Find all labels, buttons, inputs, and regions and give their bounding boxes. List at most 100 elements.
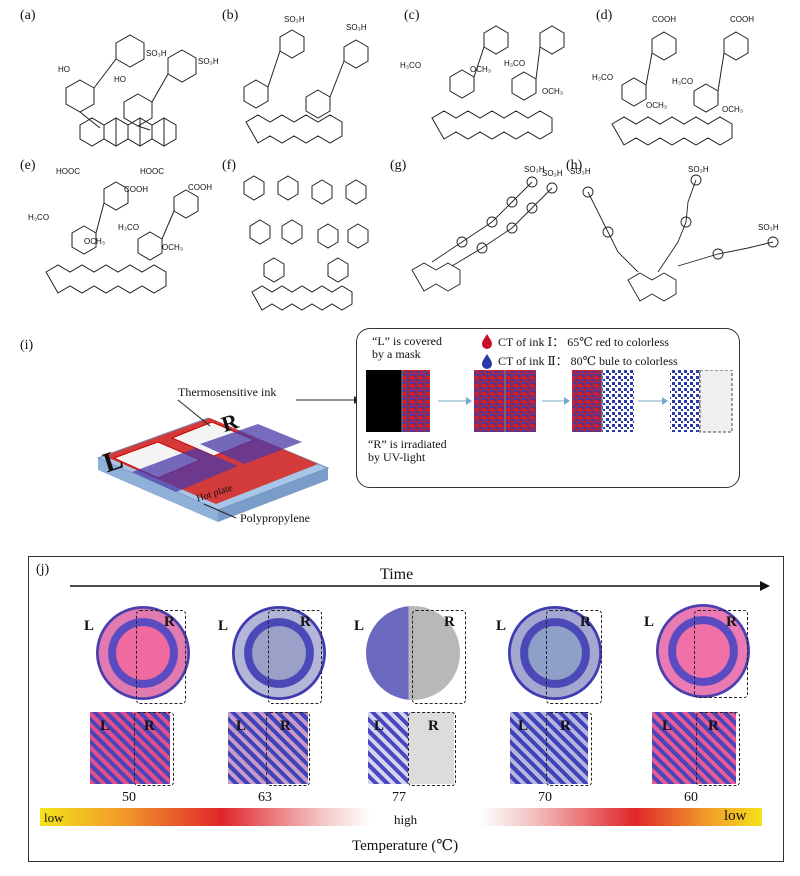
- frame4-qr: [670, 370, 700, 432]
- temp-gradient-rising: [40, 808, 370, 826]
- qr-r-70: R: [560, 718, 571, 734]
- panel-j-frame: [28, 556, 784, 862]
- uv-note-line2: by UV-light: [368, 450, 426, 464]
- seal-r-77: R: [444, 614, 455, 630]
- panel-label-c: (c): [404, 8, 420, 23]
- qr-r-63: R: [280, 718, 291, 734]
- panel-label-h: (h): [566, 158, 583, 173]
- ink-1-legend: CT of ink Ⅰ： 65℃ red to colorless: [498, 335, 669, 349]
- qr-l-60: L: [662, 718, 673, 734]
- seal-60: [656, 604, 750, 698]
- h3co-label-c2: H₃CO: [504, 59, 525, 68]
- qr-50: [90, 712, 170, 784]
- low-label-right: low: [724, 808, 747, 824]
- molecule-b: SO₃H SO₃H: [243, 15, 369, 144]
- mask-note-line1: “L” is covered: [372, 334, 442, 348]
- seal-63: [232, 606, 326, 700]
- och3-label-e1: OCH₃: [84, 237, 105, 246]
- molecule-f: [243, 175, 369, 311]
- so3h-label-h3: SO₃H: [758, 223, 779, 232]
- thermosensitive-ink-label: Thermosensitive ink: [178, 385, 277, 399]
- h3co-label-e2: H₃CO: [118, 223, 139, 232]
- panel-label-g: (g): [390, 158, 407, 173]
- temperature-axis-label: Temperature (℃): [352, 838, 459, 854]
- qr-r-60: R: [708, 718, 719, 734]
- ink-sequence: [366, 370, 733, 433]
- panel-label-i: (i): [20, 338, 34, 353]
- seal-l-60: L: [644, 614, 655, 630]
- so3h-label-h2: SO₃H: [688, 165, 709, 174]
- qr-60: [652, 712, 736, 784]
- och3-label-e2: OCH₃: [162, 243, 183, 252]
- frame3-qr: [602, 370, 634, 432]
- seal-r-70: R: [580, 614, 591, 630]
- r-region-box-60: [694, 610, 748, 698]
- qr-r-box-50: [134, 712, 174, 786]
- low-label-left: low: [44, 810, 64, 825]
- seal-l-70: L: [496, 618, 507, 634]
- ink-2-legend: CT of ink Ⅱ： 80℃ bule to colorless: [498, 354, 678, 368]
- seal-l-63: L: [218, 618, 229, 634]
- qr-r-box-60: [696, 712, 740, 786]
- och3-label-c2: OCH₃: [542, 87, 563, 96]
- cooh-label-d2: COOH: [730, 15, 754, 24]
- time-arrow: [70, 581, 770, 591]
- molecule-h: SO₃H SO₃H SO₃H: [570, 165, 779, 302]
- mask-block: [366, 370, 402, 432]
- so3h-label-a1: SO₃H: [146, 49, 167, 58]
- h3co-label-e1: H₃CO: [28, 213, 49, 222]
- so3h-label-b2: SO₃H: [346, 23, 367, 32]
- temp-value-4: 70: [538, 790, 552, 805]
- r-region-box-70: [546, 610, 602, 704]
- och3-label-d2: OCH₃: [722, 105, 743, 114]
- cooh-label-d1: COOH: [652, 15, 676, 24]
- panel-label-j: (j): [36, 562, 50, 577]
- temp-value-3: 77: [392, 790, 406, 805]
- temp-value-2: 63: [258, 790, 272, 805]
- qr-l-63: L: [236, 718, 247, 734]
- ink-drop-icons: [482, 334, 492, 369]
- cooh-label-e1: COOH: [124, 185, 148, 194]
- qr-77-blank: [408, 712, 454, 784]
- molecule-g: SO₃H SO₃H: [411, 165, 563, 292]
- temp-value-1: 50: [122, 790, 136, 805]
- r-region-box-50: [136, 610, 186, 704]
- panel-label-b: (b): [222, 8, 239, 23]
- molecule-e: HOOC COOH HOOC COOH H₃CO OCH₃ H₃CO OCH₃: [28, 167, 212, 294]
- qr-r-box-77: [408, 712, 456, 786]
- qr-r-box-70: [546, 712, 592, 786]
- polypropylene-label: Polypropylene: [240, 511, 310, 525]
- time-label: Time: [380, 566, 414, 583]
- h3co-label-d2: H₃CO: [672, 77, 693, 86]
- seal-r-50: R: [164, 614, 175, 630]
- frame3-ink: [572, 370, 602, 432]
- hooc-label-e1: HOOC: [56, 167, 80, 176]
- seal-r-60: R: [726, 614, 737, 630]
- molecule-a: HO HO SO₃H SO₃H: [58, 34, 219, 147]
- seal-r-63: R: [300, 614, 311, 630]
- blue-drop-icon: [482, 354, 492, 369]
- r-region-box-77: [412, 610, 466, 704]
- seal-l-50: L: [84, 618, 95, 634]
- frame1-ink: [402, 370, 430, 432]
- high-label: high: [394, 812, 418, 827]
- red-drop-icon: [482, 334, 492, 349]
- seal-77: [366, 606, 460, 700]
- hooc-label-e2: HOOC: [140, 167, 164, 176]
- qr-r-box-63: [266, 712, 310, 786]
- qr-r-50: R: [144, 718, 155, 734]
- qr-l-70: L: [518, 718, 529, 734]
- och3-label-d1: OCH₃: [646, 101, 667, 110]
- so3h-label-b1: SO₃H: [284, 15, 305, 24]
- hot-plate-diagram: [96, 417, 330, 522]
- so3h-label-a2: SO₃H: [198, 57, 219, 66]
- oh-label-a2: HO: [114, 75, 126, 84]
- label-leader-lines: [177, 396, 360, 519]
- temp-value-5: 60: [684, 790, 698, 805]
- qr-63: [228, 712, 308, 784]
- qr-l-77: L: [374, 718, 385, 734]
- frame4-blank: [699, 370, 733, 433]
- molecule-d: COOH COOH H₃CO OCH₃ H₃CO OCH₃: [592, 15, 754, 146]
- och3-label-c1: OCH₃: [470, 65, 491, 74]
- seal-50: [96, 606, 190, 700]
